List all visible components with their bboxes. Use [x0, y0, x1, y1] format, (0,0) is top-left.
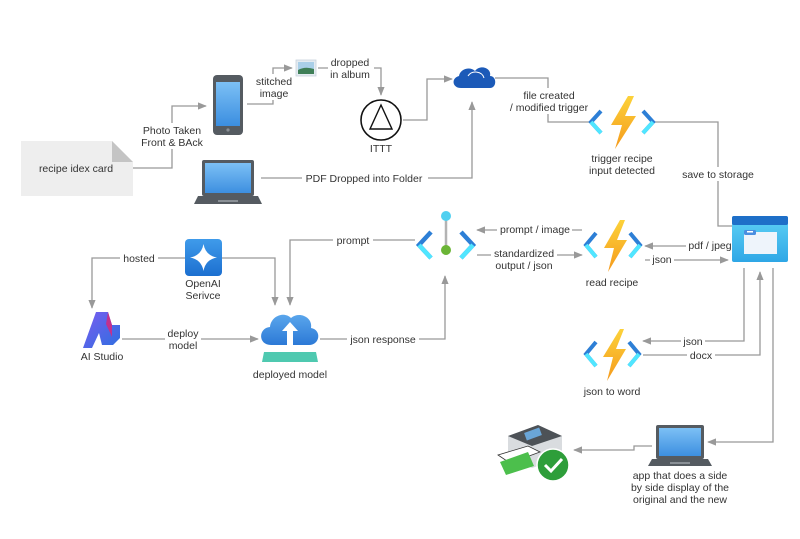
azure-function-icon	[583, 220, 643, 272]
label-file-trigger-2: / modified trigger	[510, 102, 589, 114]
edge-labels: Photo Taken Front & BAck stitched image …	[120, 55, 758, 362]
node-photo[interactable]	[295, 59, 317, 77]
edge-json-word	[642, 268, 745, 345]
node-onedrive[interactable]	[453, 67, 496, 88]
node-storage[interactable]	[732, 216, 788, 262]
edge-ittt-onedrive	[403, 75, 453, 121]
label-json-out: json	[651, 254, 671, 266]
trigger-label-1: trigger recipe	[591, 153, 652, 165]
json-to-word-label: json to word	[583, 386, 641, 398]
label-json-word: json	[682, 336, 702, 348]
ittt-label: ITTT	[370, 143, 393, 155]
app-label-1: app that does a side	[633, 470, 728, 482]
laptop-icon	[648, 425, 712, 466]
ai-studio-icon	[83, 312, 120, 348]
node-printer[interactable]	[497, 425, 570, 482]
label-standardized-1: standardized	[494, 248, 554, 260]
api-gateway-icon	[415, 211, 477, 260]
onedrive-cloud-icon	[453, 67, 496, 88]
smartphone-icon	[213, 75, 243, 135]
app-label-3: original and the new	[633, 494, 727, 506]
laptop-icon	[194, 160, 262, 204]
label-photo-taken-2: Front & BAck	[141, 137, 204, 149]
openai-service-icon	[185, 239, 222, 276]
check-circle-icon	[536, 448, 570, 482]
node-recipe-card[interactable]: recipe idex card	[21, 141, 133, 196]
edge-storage-app	[707, 268, 774, 446]
node-openai-service[interactable]: OpenAI Serivce	[185, 239, 222, 302]
label-standardized-2: output / json	[495, 260, 552, 272]
edge-json-response	[320, 275, 449, 340]
label-json-response: json response	[349, 334, 416, 346]
edge-docx	[643, 271, 764, 356]
read-recipe-label: read recipe	[586, 277, 639, 289]
label-pdf-dropped: PDF Dropped into Folder	[306, 173, 423, 185]
label-stitched-1: stitched	[256, 76, 292, 88]
recipe-card-label: recipe idex card	[39, 163, 113, 175]
storage-account-icon	[732, 216, 788, 262]
label-file-trigger-1: file created	[523, 90, 575, 102]
trigger-label-2: input detected	[589, 165, 655, 177]
image-icon	[295, 59, 317, 77]
deployed-model-label: deployed model	[253, 369, 327, 381]
label-prompt: prompt	[337, 235, 370, 247]
edge-hosted	[88, 257, 185, 309]
label-save-storage: save to storage	[682, 169, 754, 181]
label-dropped-2: in album	[330, 69, 370, 81]
node-phone[interactable]	[213, 75, 243, 135]
label-stitched-2: image	[260, 88, 289, 100]
label-pdf-jpeg: pdf / jpeg	[688, 240, 731, 252]
node-ai-gateway[interactable]	[415, 211, 477, 260]
openai-label-1: OpenAI	[185, 278, 221, 290]
node-ittt[interactable]: ITTT	[360, 99, 402, 155]
edge-openai-model	[222, 257, 279, 306]
node-laptop-app[interactable]: app that does a side by side display of …	[631, 425, 729, 506]
ittt-triangle-icon	[360, 99, 402, 141]
ai-studio-label: AI Studio	[81, 351, 124, 363]
label-prompt-image: prompt / image	[500, 224, 570, 236]
label-deploy-model-1: deploy	[168, 328, 200, 340]
edge-prompt	[286, 239, 415, 306]
node-deployed-model[interactable]: deployed model	[253, 314, 327, 381]
node-read-recipe[interactable]: read recipe	[583, 220, 643, 289]
edge-app-printer	[573, 445, 652, 454]
note-card-shape	[21, 141, 133, 196]
openai-label-2: Serivce	[185, 290, 220, 302]
app-label-2: by side display of the	[631, 482, 729, 494]
azure-function-icon	[588, 96, 656, 149]
label-docx: docx	[690, 350, 713, 362]
label-photo-taken-1: Photo Taken	[143, 125, 201, 137]
node-ai-studio[interactable]: AI Studio	[81, 312, 124, 363]
node-json-to-word[interactable]: json to word	[583, 329, 642, 398]
node-trigger-function[interactable]: trigger recipe input detected	[588, 96, 656, 177]
cloud-upload-icon	[261, 314, 319, 362]
label-dropped-1: dropped	[331, 57, 370, 69]
label-deploy-model-2: model	[169, 340, 198, 352]
azure-function-icon	[583, 329, 642, 381]
note-fold-icon	[112, 141, 133, 162]
node-laptop-top[interactable]	[194, 160, 262, 204]
label-hosted: hosted	[123, 253, 155, 265]
